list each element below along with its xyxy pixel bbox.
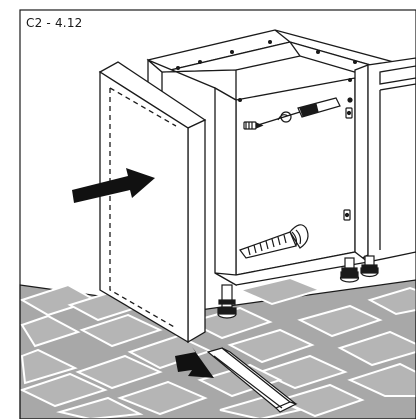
screw-icon — [243, 121, 264, 130]
plinth-strip — [206, 347, 298, 413]
adjustable-leg-icon — [217, 255, 379, 319]
arrow-icon — [72, 168, 155, 203]
diagram-border — [19, 9, 416, 419]
top-screws — [176, 40, 357, 102]
side-panel — [98, 61, 207, 344]
drill-bit-icon — [239, 224, 309, 259]
cabinet-carcass — [146, 29, 416, 292]
plinth-arrow-icon — [175, 347, 214, 378]
floor-tiles — [19, 276, 416, 419]
step-label: C2 - 4.12 — [26, 16, 83, 30]
bracket-icon — [343, 97, 353, 221]
screwdriver-icon — [257, 97, 341, 126]
